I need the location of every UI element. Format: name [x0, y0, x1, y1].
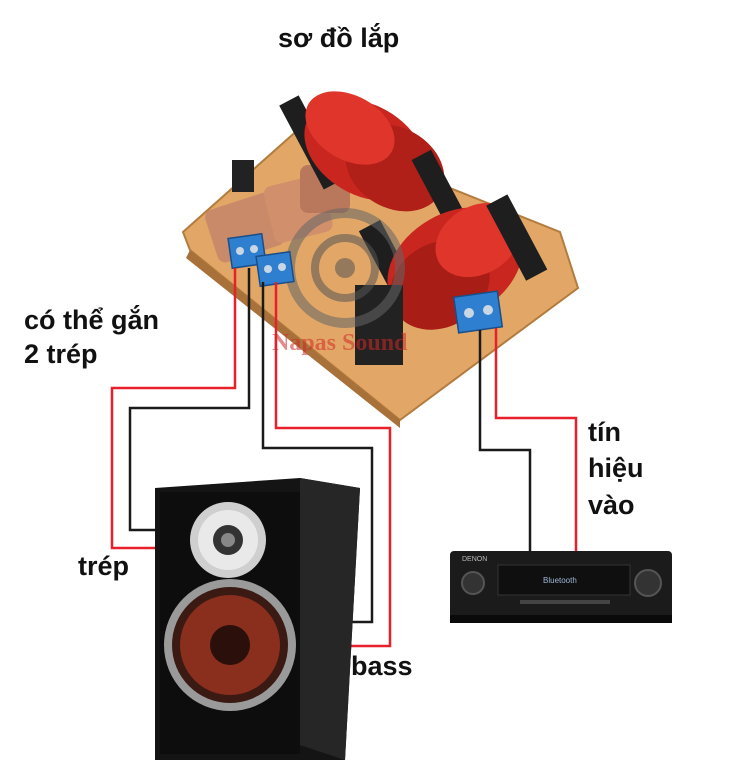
inductor-coil-upper: [279, 91, 471, 236]
signal-line3: vào: [588, 489, 635, 520]
tweeter-note-line1: có thể gắn: [24, 305, 160, 335]
wire-input-black: [478, 330, 532, 552]
woofer-driver: [164, 579, 296, 711]
tweeter-note-line2: 2 trép: [24, 338, 98, 369]
page-title: sơ đồ lắp: [278, 23, 400, 53]
tweeter-label: trép: [78, 551, 130, 581]
watermark-text: Napas Sound: [272, 330, 408, 356]
terminal-bass: [255, 250, 295, 288]
signal-line1: tín: [588, 417, 621, 447]
bass-label: bass: [351, 651, 413, 681]
tweeter-note-label: có thể gắn 2 trép: [24, 304, 159, 372]
speaker-cabinet: [155, 478, 360, 760]
terminal-input: [452, 290, 504, 334]
signal-input-label: tín hiệu vào: [588, 414, 644, 523]
signal-line2: hiệu: [588, 453, 644, 484]
wire-tweeter-red: [110, 268, 237, 550]
amplifier-display: Bluetooth: [543, 576, 577, 585]
amplifier: [450, 551, 672, 623]
tweeter-driver: [190, 502, 266, 578]
wire-input-red: [494, 328, 578, 552]
amplifier-brand: DENON: [462, 556, 487, 563]
